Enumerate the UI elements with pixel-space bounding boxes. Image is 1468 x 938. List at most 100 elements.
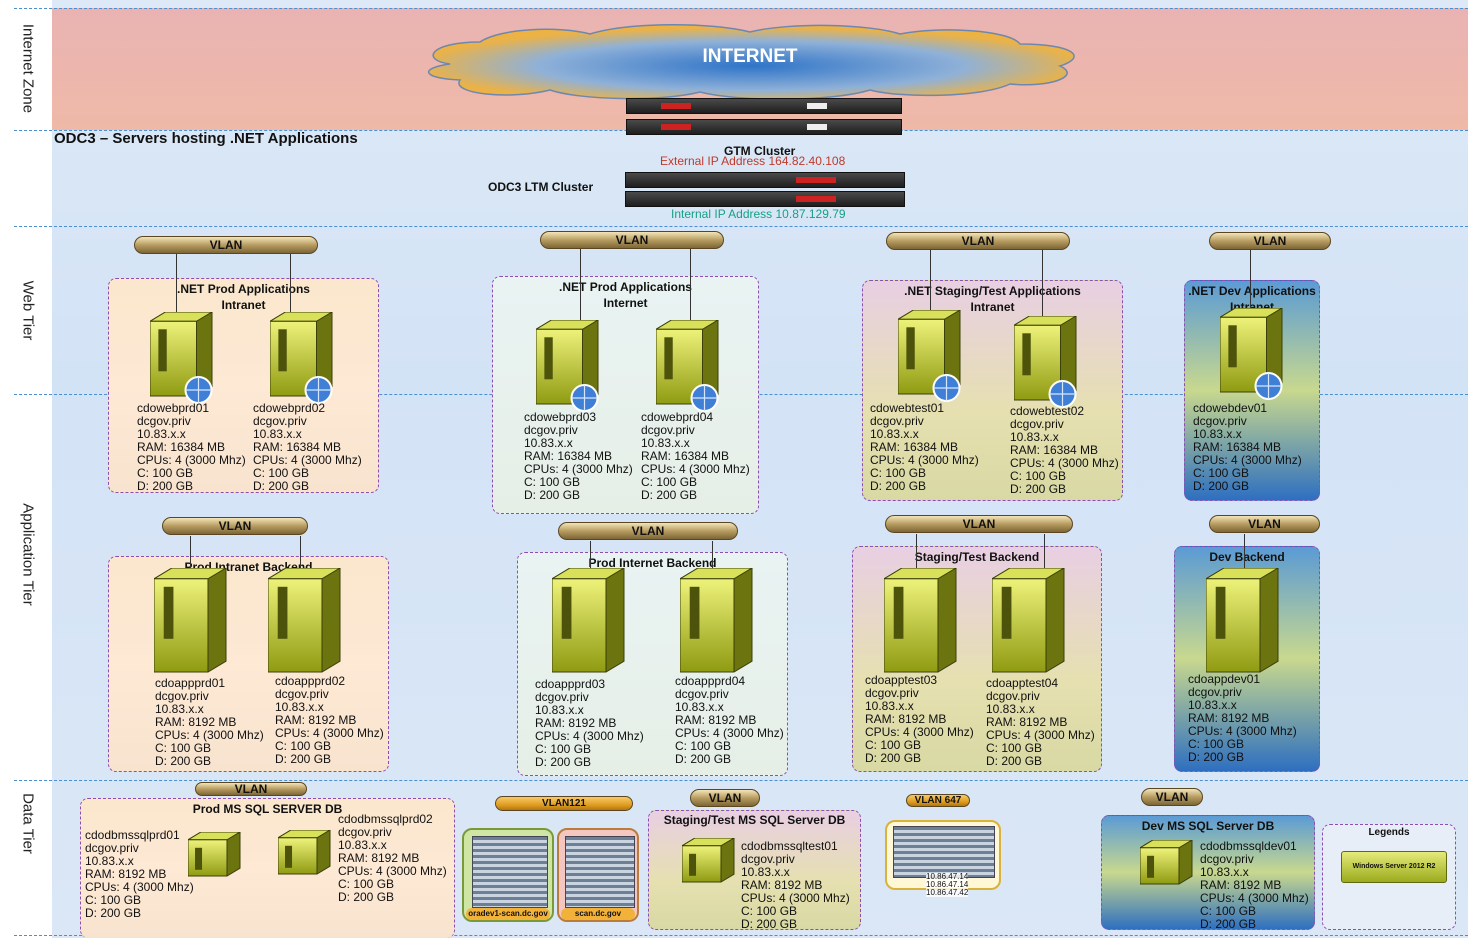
web-tier-label: Web Tier	[19, 280, 37, 341]
spec-d: D: 200 GB	[1200, 917, 1257, 931]
server-icon	[154, 568, 227, 673]
gtm-device-2	[626, 119, 902, 135]
vlan-connector	[176, 254, 177, 312]
spec-ram: RAM: 8192 MB	[865, 712, 947, 726]
spec-ip: 10.83.x.x	[253, 427, 302, 441]
spec-d: D: 200 GB	[1193, 479, 1250, 493]
spec-domain: dcgov.priv	[253, 414, 307, 428]
spec-ip: 10.83.x.x	[870, 427, 919, 441]
vlan-connector	[1244, 534, 1245, 568]
vlan-bar: VLAN	[558, 522, 738, 540]
web-server-icon	[1220, 308, 1283, 400]
spec-name: cdowebprd04	[641, 410, 714, 424]
zone-divider	[14, 935, 1468, 936]
spec-name: cdowebprd01	[137, 401, 210, 415]
spec-c: C: 100 GB	[641, 475, 698, 489]
vlan-bar: VLAN	[1141, 788, 1203, 806]
spec-ip: 10.83.x.x	[1200, 865, 1249, 879]
storage-array-icon	[565, 836, 635, 908]
spec-c: C: 100 GB	[675, 739, 732, 753]
spec-name: cdoappprd01	[155, 676, 226, 690]
internet-cloud-label: INTERNET	[703, 46, 798, 67]
spec-c: C: 100 GB	[155, 741, 212, 755]
group-title: Staging/Test MS SQL Server DB	[663, 813, 846, 827]
spec-name: cdoapptest04	[986, 676, 1059, 690]
spec-c: C: 100 GB	[870, 466, 927, 480]
zone-label-strip	[0, 0, 52, 938]
spec-domain: dcgov.priv	[865, 686, 919, 700]
spec-ram: RAM: 8192 MB	[85, 867, 167, 881]
web-server-icon	[270, 312, 333, 404]
spec-d: D: 200 GB	[865, 751, 922, 765]
spec-cpu: CPUs: 4 (3000 Mhz)	[253, 453, 362, 467]
spec-domain: dcgov.priv	[1010, 417, 1064, 431]
server-icon	[680, 568, 753, 673]
vlan647-ip-list: 10.86.47.14 10.86.47.14 10.86.47.42	[926, 873, 969, 897]
server-icon	[552, 568, 625, 673]
spec-d: D: 200 GB	[1188, 750, 1245, 764]
server-icon	[1206, 568, 1279, 673]
vlan-bar: VLAN	[885, 515, 1073, 533]
page-title: ODC3 – Servers hosting .NET Applications	[54, 130, 358, 147]
vlan-connector	[190, 536, 191, 568]
spec-cpu: CPUs: 4 (3000 Mhz)	[338, 864, 447, 878]
storage-array-icon	[893, 826, 995, 878]
spec-ram: RAM: 8192 MB	[1200, 878, 1282, 892]
spec-d: D: 200 GB	[137, 479, 194, 493]
spec-ram: RAM: 16384 MB	[870, 440, 959, 454]
spec-cpu: CPUs: 4 (3000 Mhz)	[85, 880, 194, 894]
spec-name: cdowebprd03	[524, 410, 597, 424]
spec-ip: 10.83.x.x	[986, 702, 1035, 716]
scan-storage-cluster: scan.dc.gov	[557, 828, 639, 922]
server-icon	[278, 830, 331, 875]
spec-name: cdodbmssqlprd02	[338, 812, 433, 826]
vlan-connector	[712, 541, 713, 568]
spec-ip: 10.83.x.x	[1188, 698, 1237, 712]
spec-cpu: CPUs: 4 (3000 Mhz)	[1010, 456, 1119, 470]
spec-cpu: CPUs: 4 (3000 Mhz)	[865, 725, 974, 739]
spec-ram: RAM: 16384 MB	[1010, 443, 1099, 457]
spec-cpu: CPUs: 4 (3000 Mhz)	[1193, 453, 1302, 467]
vlan-connector	[590, 541, 591, 568]
spec-name: cdodbmssqlprd01	[85, 828, 180, 842]
spec-ip: 10.83.x.x	[1193, 427, 1242, 441]
vlan-bar: VLAN	[162, 517, 308, 535]
server-icon	[1140, 840, 1193, 885]
spec-d: D: 200 GB	[741, 917, 798, 931]
spec-c: C: 100 GB	[1200, 904, 1257, 918]
group-title: .NET Staging/Test Applications Intranet	[904, 284, 1081, 314]
zone-divider	[14, 780, 1468, 781]
oradev-storage-cluster: oradev1-scan.dc.gov	[462, 828, 554, 922]
vlan121-bar: VLAN121	[495, 796, 633, 811]
vlan647-ip: 10.86.47.42	[926, 888, 969, 897]
group-title: Prod MS SQL SERVER DB	[192, 802, 343, 816]
spec-ram: RAM: 8192 MB	[986, 715, 1068, 729]
spec-c: C: 100 GB	[137, 466, 194, 480]
spec-ip: 10.83.x.x	[524, 436, 573, 450]
server-icon	[992, 568, 1065, 673]
spec-ram: RAM: 16384 MB	[1193, 440, 1282, 454]
zone-divider	[14, 8, 1468, 9]
vlan-bar: VLAN	[134, 236, 318, 254]
gtm-device-1	[626, 98, 902, 114]
spec-domain: dcgov.priv	[155, 689, 209, 703]
spec-c: C: 100 GB	[986, 741, 1043, 755]
spec-name: cdowebprd02	[253, 401, 326, 415]
server-icon	[884, 568, 957, 673]
server-icon	[682, 838, 735, 883]
spec-d: D: 200 GB	[641, 488, 698, 502]
spec-c: C: 100 GB	[338, 877, 395, 891]
spec-name: cdowebtest01	[870, 401, 945, 415]
vlan-connector	[690, 249, 691, 320]
spec-ip: 10.83.x.x	[85, 854, 134, 868]
legend-box: Legends Windows Server 2012 R2	[1322, 824, 1456, 930]
